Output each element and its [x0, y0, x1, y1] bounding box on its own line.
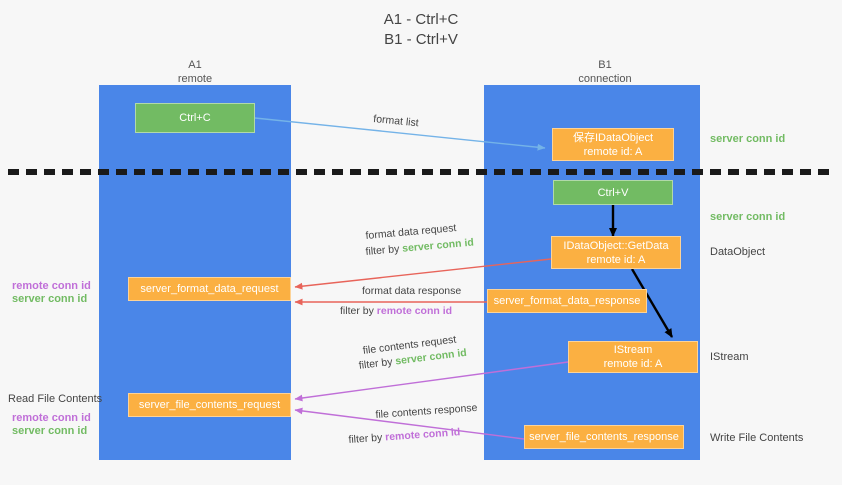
- annotation-write-file-contents: Write File Contents: [710, 432, 804, 444]
- node-save-idataobject-sublabel: remote id: A: [583, 145, 643, 158]
- column-header-b1: B1 connection: [545, 58, 665, 86]
- annotation-dataobject: DataObject: [710, 246, 766, 258]
- annotation-remote-conn-id-mid: remote conn id: [12, 280, 91, 292]
- annotation-read-file-contents: Read File Contents: [8, 393, 103, 405]
- node-istream-label: IStream: [613, 344, 653, 356]
- edge-label-format-data-response: format data response: [362, 284, 461, 298]
- node-server-file-contents-request[interactable]: server_file_contents_request: [128, 393, 291, 417]
- node-server-format-data-response-label: server_format_data_response: [493, 295, 641, 307]
- title-line-2: B1 - Ctrl+V: [384, 31, 458, 48]
- edge-label-format-data-response-filter-value: remote conn id: [376, 305, 453, 317]
- node-server-format-data-request[interactable]: server_format_data_request: [128, 277, 291, 301]
- node-server-file-contents-response[interactable]: server_file_contents_response: [524, 425, 684, 449]
- node-getdata-label: IDataObject::GetData: [563, 239, 669, 252]
- annotation-server-conn-id-second: server conn id: [710, 211, 786, 223]
- node-ctrl-v-label: Ctrl+V: [597, 186, 629, 199]
- node-server-format-data-response[interactable]: server_format_data_response: [487, 289, 647, 313]
- annotation-remote-conn-id-low: remote conn id: [12, 412, 91, 424]
- column-a1-sub: remote: [177, 73, 213, 85]
- edge-label-file-contents-response-filter-prefix: filter by: [348, 431, 386, 446]
- annotation-server-conn-id-low: server conn id: [12, 425, 88, 437]
- node-ctrl-c-label: Ctrl+C: [179, 112, 211, 124]
- edge-label-format-data-response-filter: filter by remote conn id: [340, 304, 452, 318]
- column-b1-name: B1: [598, 59, 612, 71]
- edge-label-format-data-response-filter-prefix: filter by: [340, 305, 377, 317]
- node-ctrl-v[interactable]: Ctrl+V: [553, 180, 673, 205]
- node-server-file-contents-request-label: server_file_contents_request: [138, 399, 281, 411]
- node-istream[interactable]: IStream remote id: A: [568, 341, 698, 373]
- node-save-idataobject[interactable]: 保存IDataObject remote id: A: [552, 128, 674, 161]
- edge-label-format-data-request-filter-prefix: filter by: [365, 242, 403, 258]
- column-a1-name: A1: [188, 59, 202, 71]
- annotation-server-conn-id-mid: server conn id: [12, 293, 88, 305]
- node-server-file-contents-response-label: server_file_contents_response: [529, 431, 679, 443]
- column-b1-sub: connection: [578, 73, 632, 85]
- node-istream-sublabel: remote id: A: [603, 358, 663, 370]
- node-getdata[interactable]: IDataObject::GetData remote id: A: [551, 236, 681, 269]
- node-ctrl-c[interactable]: Ctrl+C: [135, 103, 255, 133]
- node-save-idataobject-label: 保存IDataObject: [572, 131, 654, 144]
- annotation-istream: IStream: [710, 351, 749, 363]
- title-line-1: A1 - Ctrl+C: [383, 11, 459, 28]
- node-server-format-data-request-label: server_format_data_request: [140, 283, 279, 295]
- node-getdata-sublabel: remote id: A: [586, 253, 646, 266]
- edge-label-format-data-response-text: format data response: [362, 285, 462, 297]
- diagram-title: A1 - Ctrl+C B1 - Ctrl+V: [0, 10, 842, 50]
- column-header-a1: A1 remote: [140, 58, 250, 86]
- annotation-server-conn-id-top: server conn id: [710, 133, 786, 145]
